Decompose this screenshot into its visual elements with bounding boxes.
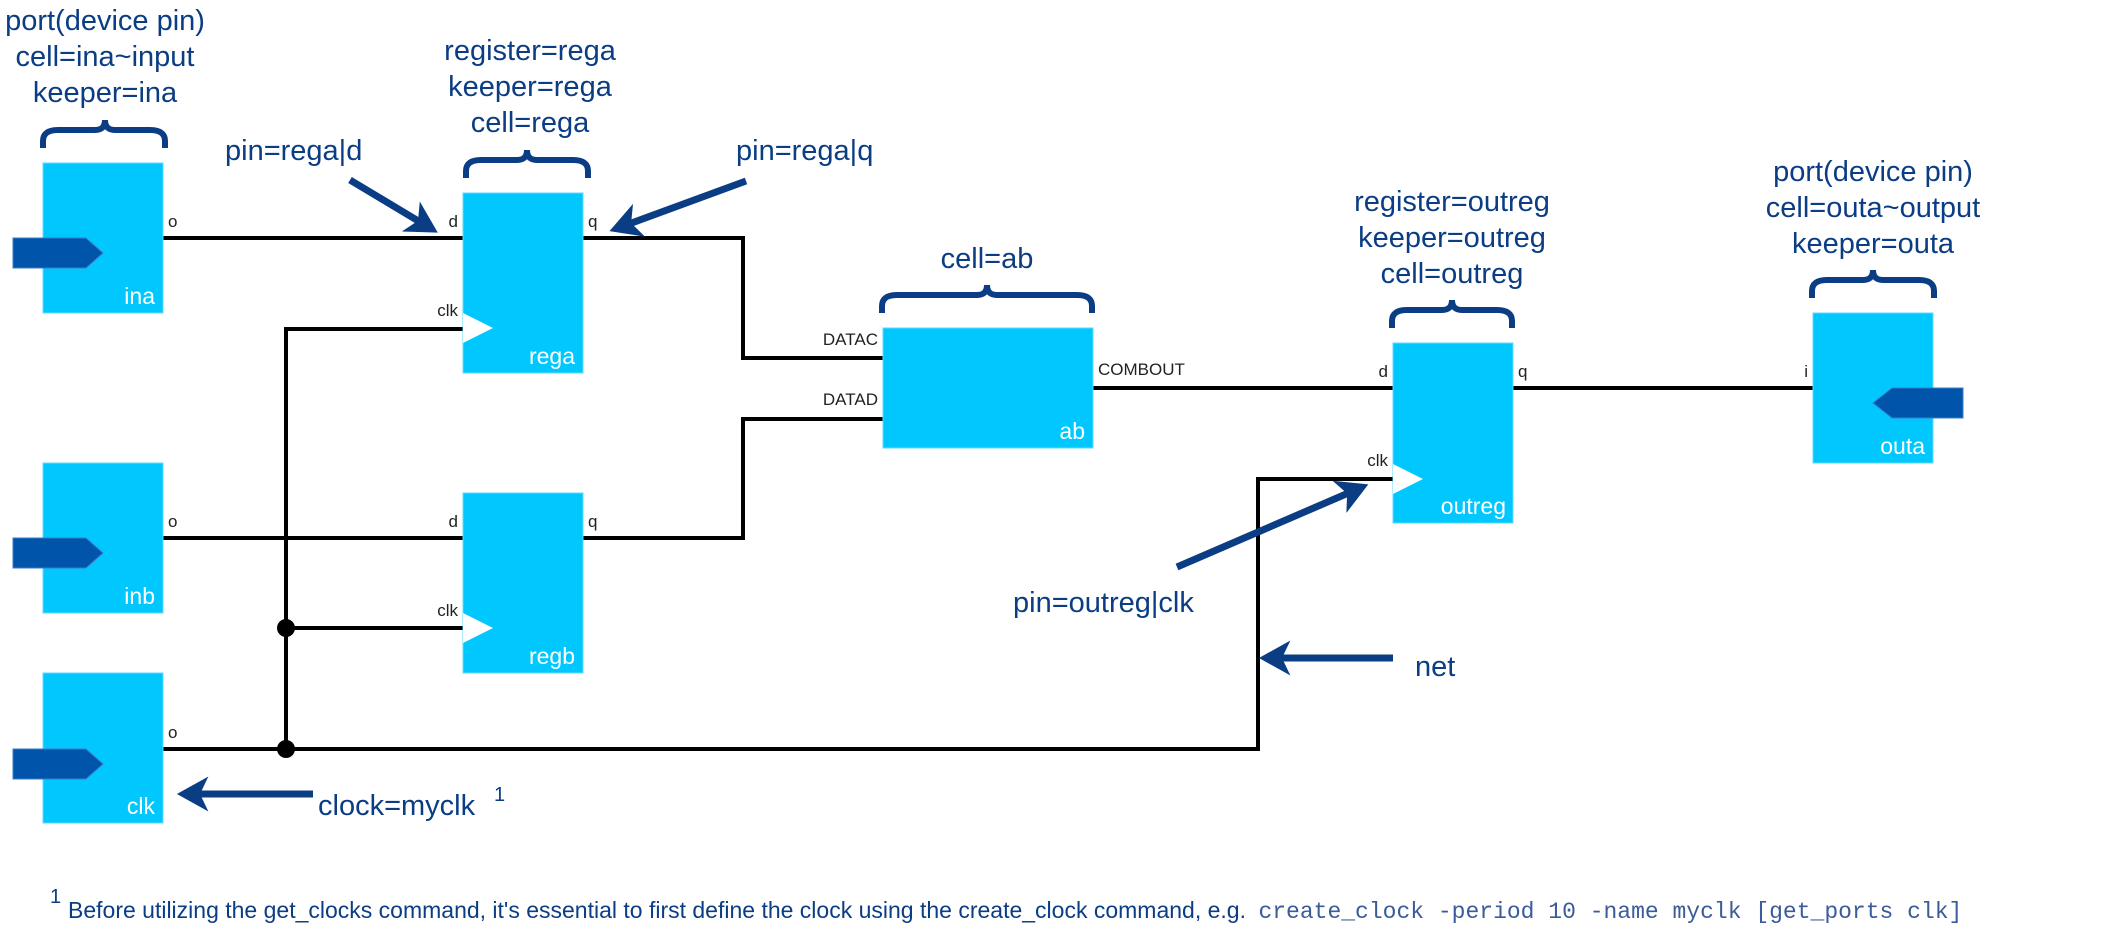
brace-icon [40,119,168,148]
annotation-ab-cell: cell=ab [941,243,1034,275]
callout-label: net [1415,651,1455,683]
block-label: outa [1880,433,1925,459]
footnote-reference-mark[interactable]: 1 [494,784,505,806]
braces [40,119,1937,328]
junction-dot [277,740,295,758]
pin-label-clk: clk [437,601,458,620]
pin-label-combout: COMBOUT [1098,360,1185,379]
junction-dot [277,619,295,637]
pin-label-q: q [588,212,597,231]
annotation-line: cell=rega [471,107,590,139]
footnote-mark: 1 [50,886,61,908]
callout-arrow-icon [348,176,438,233]
net-clk-main[interactable] [163,477,1393,751]
pin-label-i: i [1804,362,1808,381]
pin-label-o: o [168,212,177,231]
annotation-line: register=rega [444,35,617,67]
callout-label: clock=myclk [318,790,476,822]
footnote: 1 Before utilizing the get_clocks comman… [50,886,1962,925]
pin-label-o: o [168,512,177,531]
callout-label: pin=rega|q [736,135,873,167]
brace-icon [1389,299,1515,328]
pin-label-clk: clk [437,301,458,320]
block-ina[interactable]: ina o [12,162,177,314]
input-port-arrow-icon [12,237,104,269]
pin-label-d: d [449,212,458,231]
block-label: clk [127,793,156,819]
annotation-line: keeper=outa [1792,228,1955,260]
block-ab[interactable]: ab DATAC DATAD COMBOUT [823,327,1185,449]
callout-pin-outreg-clk: pin=outreg|clk [1013,480,1369,619]
block-regb[interactable]: regb d q clk [437,492,597,674]
footnote-code: create_clock -period 10 -name myclk [get… [1258,899,1962,925]
block-inb[interactable]: inb o [12,462,177,614]
input-port-arrow-icon [12,537,104,569]
callout-pin-rega-q: pin=rega|q [609,135,873,237]
annotation-line: port(device pin) [1773,156,1973,188]
pin-label-d: d [1379,362,1388,381]
block-label: ab [1059,418,1085,444]
net-regb-q-to-ab-datad[interactable] [583,417,883,540]
net-rega-q-to-ab-datac[interactable] [583,236,883,360]
callout-arrow-icon [609,177,748,237]
block-rega[interactable]: rega d q clk [437,192,597,374]
annotation-line: register=outreg [1354,186,1550,218]
annotation-line: cell=ina~input [16,41,195,73]
callout-arrow-icon [1175,480,1369,571]
annotation-ina-port: port(device pin) cell=ina~input keeper=i… [5,5,205,109]
annotation-outa-port: port(device pin) cell=outa~output keeper… [1766,156,1980,260]
brace-icon [879,284,1095,313]
brace-icon [463,149,591,178]
footnote-text-line: Before utilizing the get_clocks command,… [68,897,1962,925]
annotation-line: keeper=rega [448,71,613,103]
annotation-rega-register: register=rega keeper=rega cell=rega [444,35,617,139]
callout-net: net [1258,640,1455,683]
block-label: rega [529,343,575,369]
brace-icon [1809,269,1937,298]
annotation-line: keeper=ina [33,77,178,109]
pin-label-datac: DATAC [823,330,878,349]
callout-pin-rega-d: pin=rega|d [225,135,438,233]
input-port-arrow-icon [12,748,104,780]
block-outreg[interactable]: outreg d q clk [1367,342,1527,524]
annotation-line: cell=ab [941,243,1034,275]
callout-label: pin=outreg|clk [1013,587,1194,619]
block-clk[interactable]: clk o [12,672,177,824]
annotation-line: cell=outa~output [1766,192,1980,224]
block-outa[interactable]: outa i [1804,312,1964,464]
pin-label-o: o [168,723,177,742]
output-port-arrow-icon [1872,387,1964,419]
pin-label-q: q [588,512,597,531]
clock-input-triangle-icon [463,313,493,343]
footnote-text: Before utilizing the get_clocks command,… [68,897,1246,923]
clock-input-triangle-icon [463,613,493,643]
wires [163,236,1813,758]
block-label: regb [529,643,575,669]
pin-label-q: q [1518,362,1527,381]
pin-label-clk: clk [1367,451,1388,470]
callout-label: pin=rega|d [225,135,362,167]
callout-clock: clock=myclk 1 [176,776,505,822]
net-clk-vertical[interactable] [284,327,463,749]
pin-label-d: d [449,512,458,531]
annotation-line: port(device pin) [5,5,205,37]
annotation-line: cell=outreg [1381,258,1524,290]
block-label: ina [124,283,155,309]
pin-label-datad: DATAD [823,390,878,409]
annotation-outreg-register: register=outreg keeper=outreg cell=outre… [1354,186,1550,290]
block-label: outreg [1441,493,1506,519]
clock-input-triangle-icon [1393,464,1423,494]
block-label: inb [124,583,155,609]
annotation-line: keeper=outreg [1358,222,1546,254]
